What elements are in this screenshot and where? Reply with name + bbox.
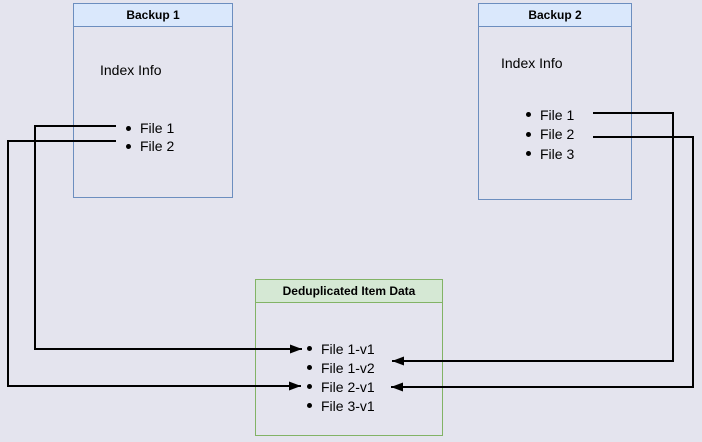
file-label: File 2 [140,138,175,154]
file-label: File 3 [540,145,575,162]
backup1-box: Backup 1 Index Info File 1 File 2 [73,3,233,198]
backup2-file-list: File 1 File 2 File 3 [526,105,574,164]
file-list-item: File 1 [126,119,174,137]
file-list-item: File 1-v1 [307,339,375,358]
file-label: File 1-v1 [321,340,375,357]
file-list-item: File 1 [526,105,574,125]
file-label: File 1-v2 [321,359,375,376]
bullet-icon [526,112,531,118]
file-list-item: File 2-v1 [307,377,375,396]
bullet-icon [307,403,312,408]
backup1-index-info-label: Index Info [100,62,162,78]
bullet-icon [526,151,531,157]
bullet-icon [307,384,312,389]
bullet-icon [126,125,131,131]
file-list-item: File 2 [126,137,174,155]
bullet-icon [307,365,312,370]
file-label: File 1 [140,120,175,136]
bullet-icon [526,131,531,137]
file-list-item: File 3 [526,144,574,164]
file-label: File 3-v1 [321,397,375,414]
bullet-icon [307,346,312,351]
backup1-title: Backup 1 [74,4,232,27]
backup2-box: Backup 2 Index Info File 1 File 2 File 3 [478,3,632,200]
backup1-file-list: File 1 File 2 [126,119,174,155]
deduplicated-item-data-title: Deduplicated Item Data [256,280,442,303]
backup2-title: Backup 2 [479,4,631,27]
bullet-icon [126,143,131,149]
file-label: File 2-v1 [321,378,375,395]
file-list-item: File 2 [526,125,574,145]
file-label: File 2 [540,126,575,143]
file-list-item: File 1-v2 [307,358,375,377]
file-label: File 1 [540,106,575,123]
file-list-item: File 3-v1 [307,396,375,415]
dedup-item-list: File 1-v1 File 1-v2 File 2-v1 File 3-v1 [307,339,375,415]
backup2-index-info-label: Index Info [501,55,563,71]
deduplicated-item-data-box: Deduplicated Item Data File 1-v1 File 1-… [255,279,443,436]
